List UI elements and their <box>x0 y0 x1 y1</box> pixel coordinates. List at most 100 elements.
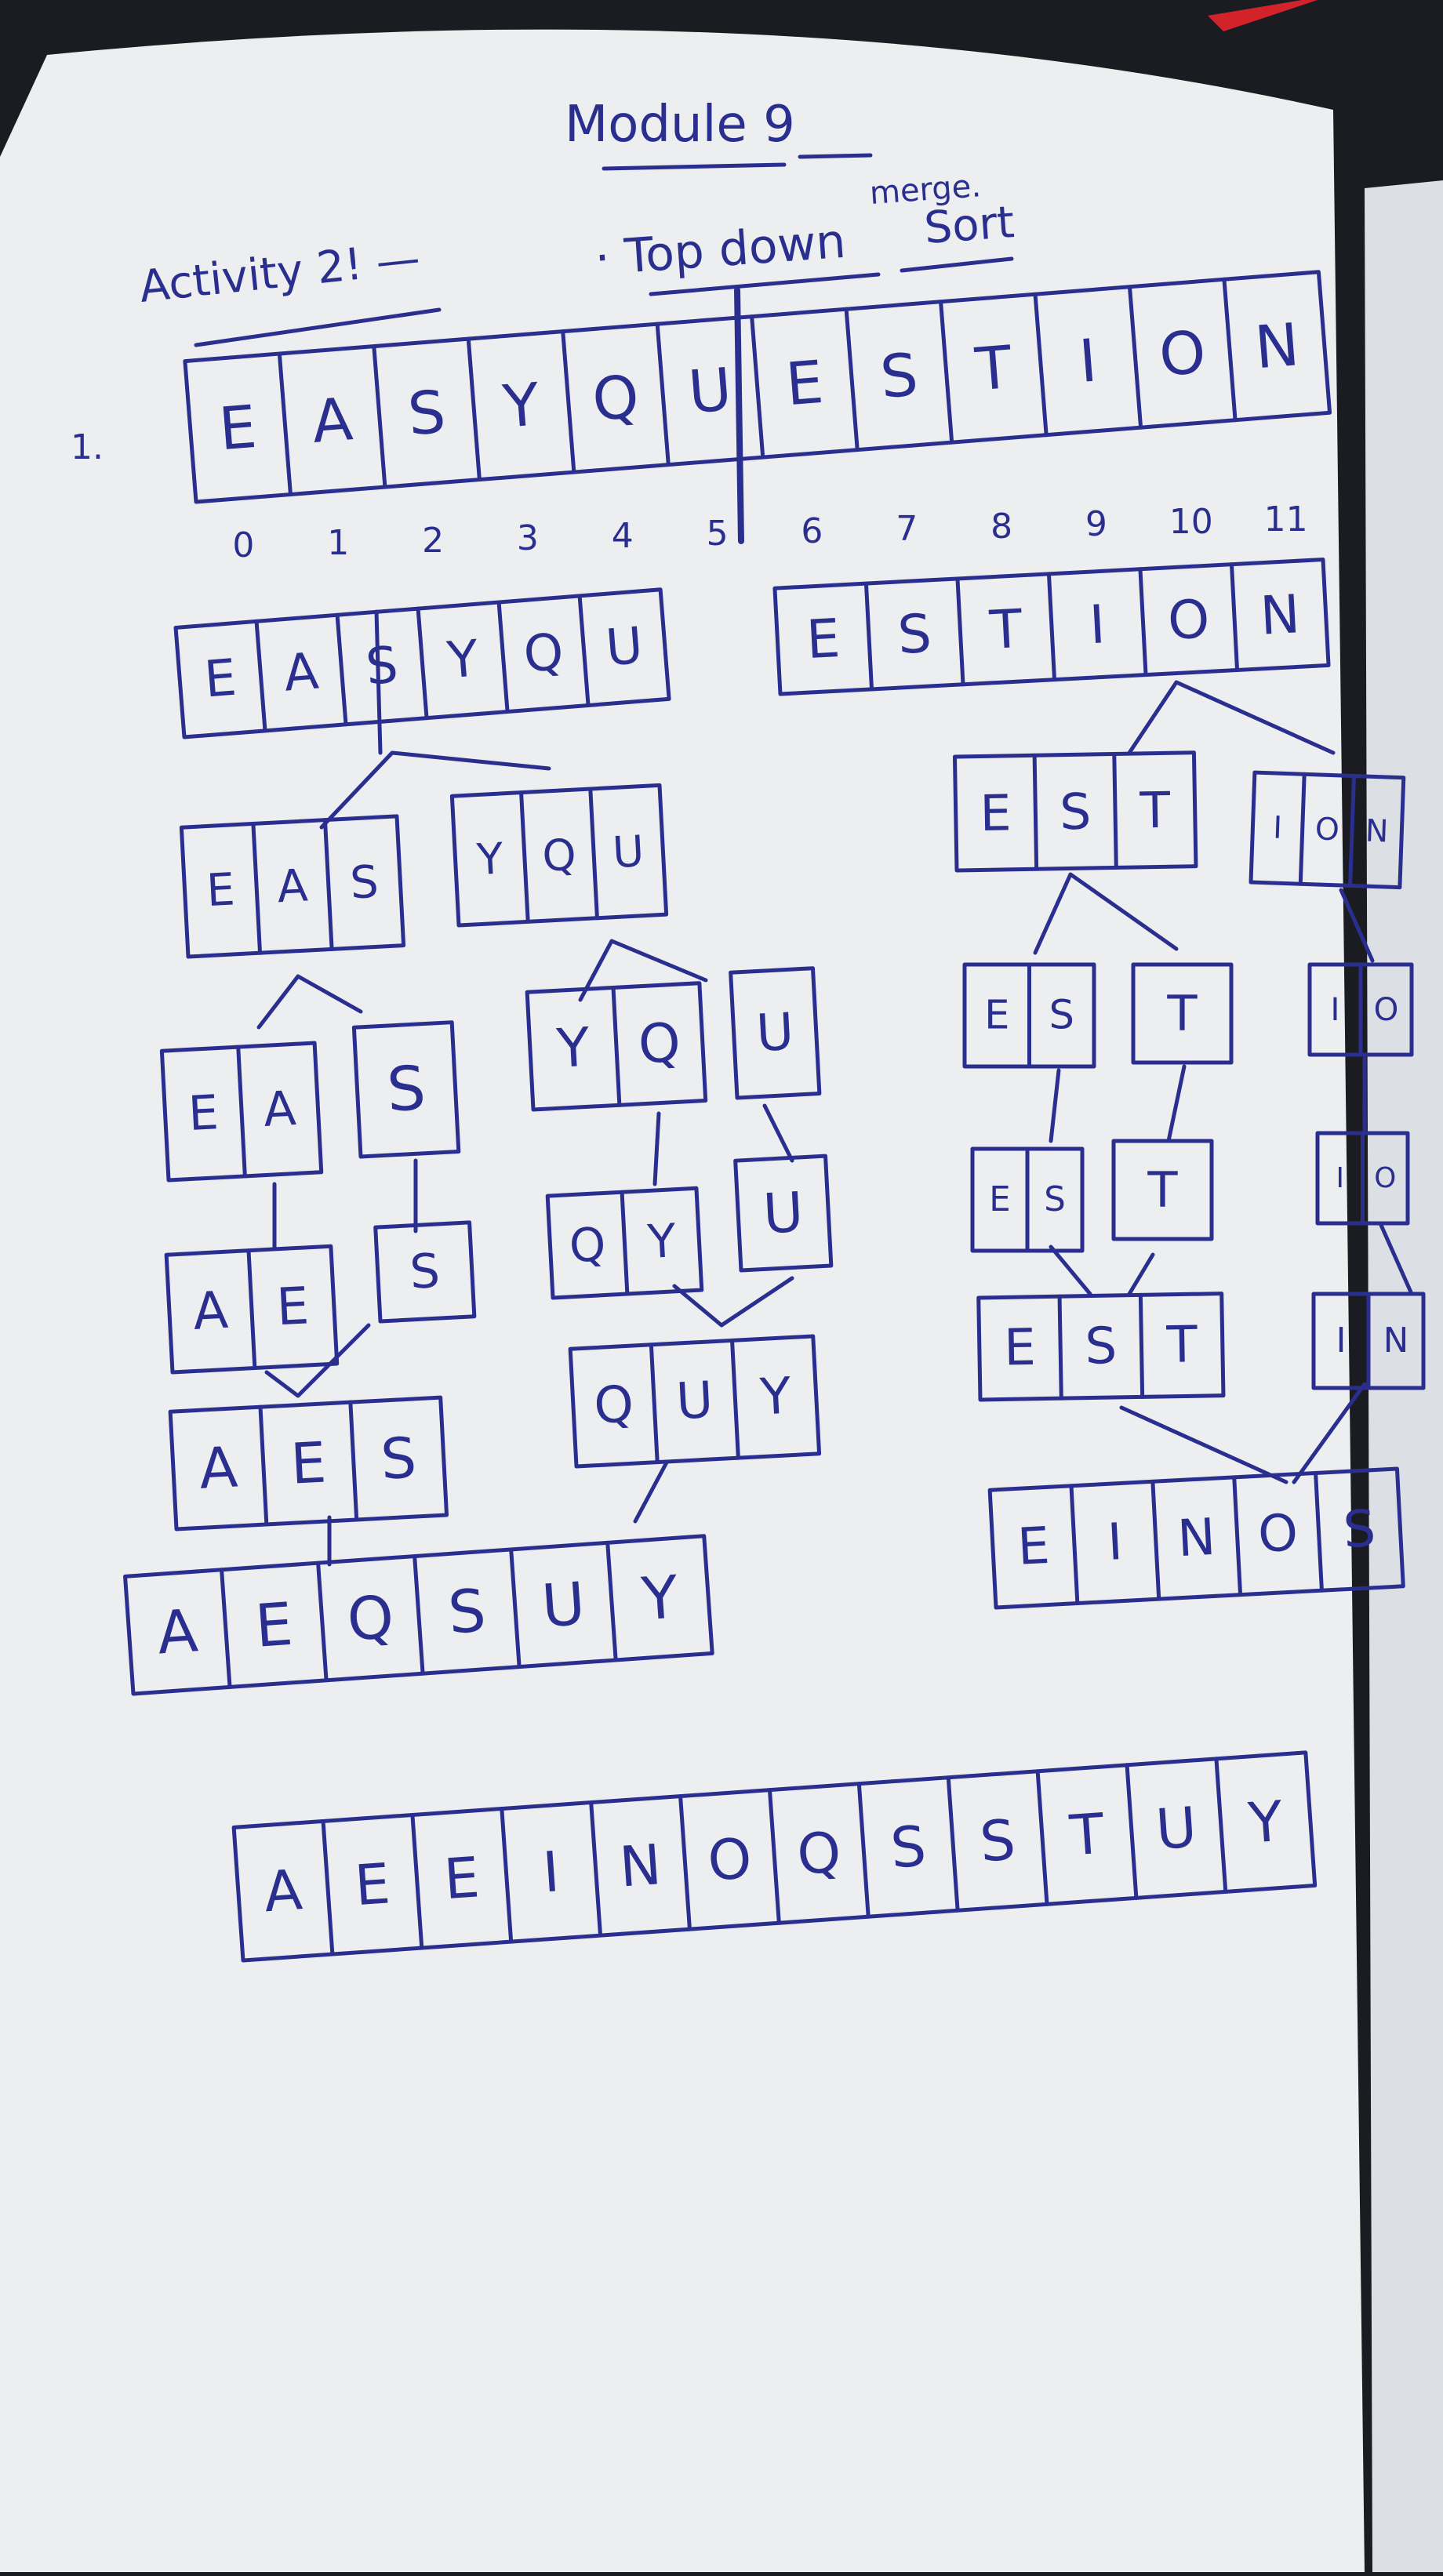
array-letter: O <box>1314 812 1339 848</box>
array-letter: Q <box>593 1375 635 1436</box>
array-outline <box>568 1334 822 1469</box>
array-letter: E <box>353 1851 392 1918</box>
cell-divider <box>277 351 293 497</box>
cell-divider <box>1150 1479 1161 1601</box>
array-letter: E <box>984 993 1009 1039</box>
array-letter: A <box>191 1281 229 1342</box>
activity-underline <box>194 307 442 347</box>
array-letter: Y <box>645 1213 678 1269</box>
cell-divider <box>321 1818 335 1957</box>
array-letter: Y <box>639 1562 681 1633</box>
cell-divider <box>1232 1475 1243 1597</box>
cell-divider <box>767 1788 781 1925</box>
array-letter: E <box>253 1590 295 1661</box>
array-letter: S <box>379 1425 418 1491</box>
index-label: 8 <box>990 507 1012 547</box>
cell-divider <box>655 322 671 467</box>
array-letter: U <box>754 1003 795 1063</box>
array-letter: S <box>409 1244 442 1300</box>
array-letter: I <box>1331 991 1340 1028</box>
cell-divider <box>413 1554 425 1676</box>
array-outline <box>168 1395 449 1531</box>
array-outline <box>373 1220 477 1324</box>
array-letter: E <box>1004 1319 1037 1378</box>
index-label: 3 <box>517 518 539 558</box>
cell-divider <box>1035 1769 1049 1906</box>
cell-divider <box>246 1248 257 1371</box>
array-letter: Q <box>541 830 577 881</box>
merge-in-connector <box>1378 1221 1414 1296</box>
array-letter: I <box>1336 1321 1347 1361</box>
t-array: T <box>1131 962 1234 1065</box>
cell-divider <box>1229 562 1240 672</box>
array-outline <box>729 966 822 1100</box>
array-letter: Q <box>590 362 642 434</box>
index-label: 10 <box>1169 502 1213 542</box>
sort-es-connector <box>1049 1064 1187 1143</box>
array-letter: U <box>540 1569 587 1641</box>
array-letter: Q <box>795 1819 843 1887</box>
array-letter: E <box>1016 1517 1052 1577</box>
cell-divider <box>416 606 429 721</box>
cell-divider <box>1032 753 1039 871</box>
cell-divider <box>254 619 267 733</box>
cell-divider <box>620 1190 630 1296</box>
array-letter: Q <box>568 1217 607 1273</box>
array-letter: I <box>1106 1513 1124 1572</box>
array-letter: Y <box>500 369 542 441</box>
array-letter: E <box>205 863 236 917</box>
topic-underline <box>649 256 1014 296</box>
cell-divider <box>577 594 591 707</box>
array-letter: N <box>1252 310 1302 382</box>
array-letter: Q <box>345 1582 396 1655</box>
array-letter: Q <box>522 623 565 685</box>
array-letter: S <box>878 340 920 411</box>
array-letter: O <box>1374 1162 1396 1194</box>
index-label: 5 <box>707 514 729 554</box>
array-letter: A <box>276 859 309 913</box>
cell-divider <box>1033 292 1049 438</box>
array-letter: U <box>686 354 735 427</box>
array-letter: O <box>1166 587 1211 652</box>
title-underline <box>602 153 873 171</box>
item-number: 1. <box>71 427 104 467</box>
array-letter: S <box>405 377 448 449</box>
array-letter: N <box>1383 1321 1408 1361</box>
array-letter: S <box>1049 993 1074 1039</box>
cell-divider <box>1125 1763 1139 1900</box>
array-letter: E <box>805 607 841 670</box>
array-letter: E <box>216 392 259 463</box>
array-letter: Y <box>554 1017 591 1081</box>
array-letter: N <box>1259 583 1302 647</box>
cell-divider <box>1138 567 1148 678</box>
array-letter: A <box>262 1857 304 1924</box>
tree-connectors <box>256 287 1414 1567</box>
est-split-connector <box>1033 872 1179 955</box>
cell-divider <box>561 329 576 474</box>
sort-ea-connector <box>272 1158 418 1249</box>
cell-divider <box>1222 277 1238 423</box>
array-outline <box>976 1292 1226 1402</box>
array-letter: E <box>289 1430 328 1496</box>
cell-divider <box>348 1400 359 1522</box>
cell-divider <box>372 344 387 489</box>
array-letter: A <box>282 642 321 703</box>
merge-est-connector <box>1049 1244 1155 1296</box>
array-letter: I <box>1088 593 1107 656</box>
array-letter: S <box>1060 783 1092 841</box>
array-letter: O <box>1374 991 1399 1028</box>
cell-divider <box>844 307 860 452</box>
cell-divider <box>410 1812 424 1950</box>
index-label: 2 <box>422 521 444 561</box>
index-label: 4 <box>612 516 634 556</box>
s2-array: S <box>373 1220 477 1324</box>
cell-divider <box>588 787 599 921</box>
